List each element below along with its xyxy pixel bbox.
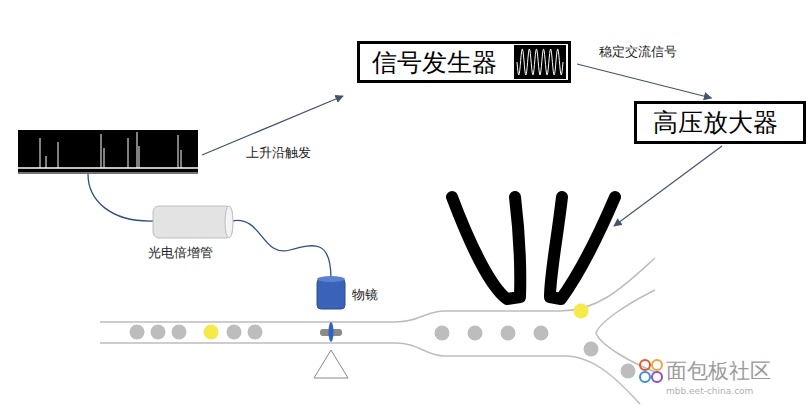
particle [172,325,187,340]
particle [534,326,549,341]
particle [468,326,483,341]
trace-baseline [18,167,198,169]
spike [139,146,140,168]
objective-label: 物镜 [352,286,378,304]
spike [40,138,41,168]
particle [435,326,450,341]
laser-source [314,350,348,378]
trace-display [18,130,198,172]
spike [104,148,105,168]
particle [584,342,599,357]
watermark-logo [640,360,662,382]
drive-arrow [614,146,722,226]
spike [178,135,179,168]
spike [58,142,59,168]
cable [232,220,331,279]
box-label: 高压放大器 [653,106,778,139]
watermark: 面包板社区 [666,357,771,385]
particle [151,325,166,340]
particle [621,364,636,379]
particle [130,325,145,340]
signal-generator-box: 信号发生器 [357,41,571,83]
particle [574,304,589,319]
trace-underline [18,172,198,174]
waveform-screen [514,45,566,79]
particle [248,325,263,340]
cable [88,174,153,221]
amplifier-box: 高压放大器 [634,101,806,144]
pmt-body [153,206,232,238]
particles [130,304,636,379]
objective-body [317,279,345,309]
signal-arrow [577,64,711,98]
spike [181,150,182,168]
box-label: 信号发生器 [372,46,497,79]
waveform-display [514,45,566,79]
signal-spikes [40,132,181,168]
edge-label: 稳定交流信号 [599,43,677,61]
objective-top [317,276,345,282]
trigger-label: 上升沿触发 [246,144,311,162]
sine-wave [517,49,563,75]
particle [204,325,219,340]
pmt-end [225,206,233,238]
spike [128,138,129,168]
particle [227,325,242,340]
watermark-url: mbb.eet-china.com [666,386,753,396]
spike [137,132,138,168]
electrodes [452,197,615,299]
spike [101,134,102,168]
laser-spot [329,322,334,342]
spike [46,156,47,168]
pmt-label: 光电倍增管 [148,244,213,262]
particle [501,326,516,341]
